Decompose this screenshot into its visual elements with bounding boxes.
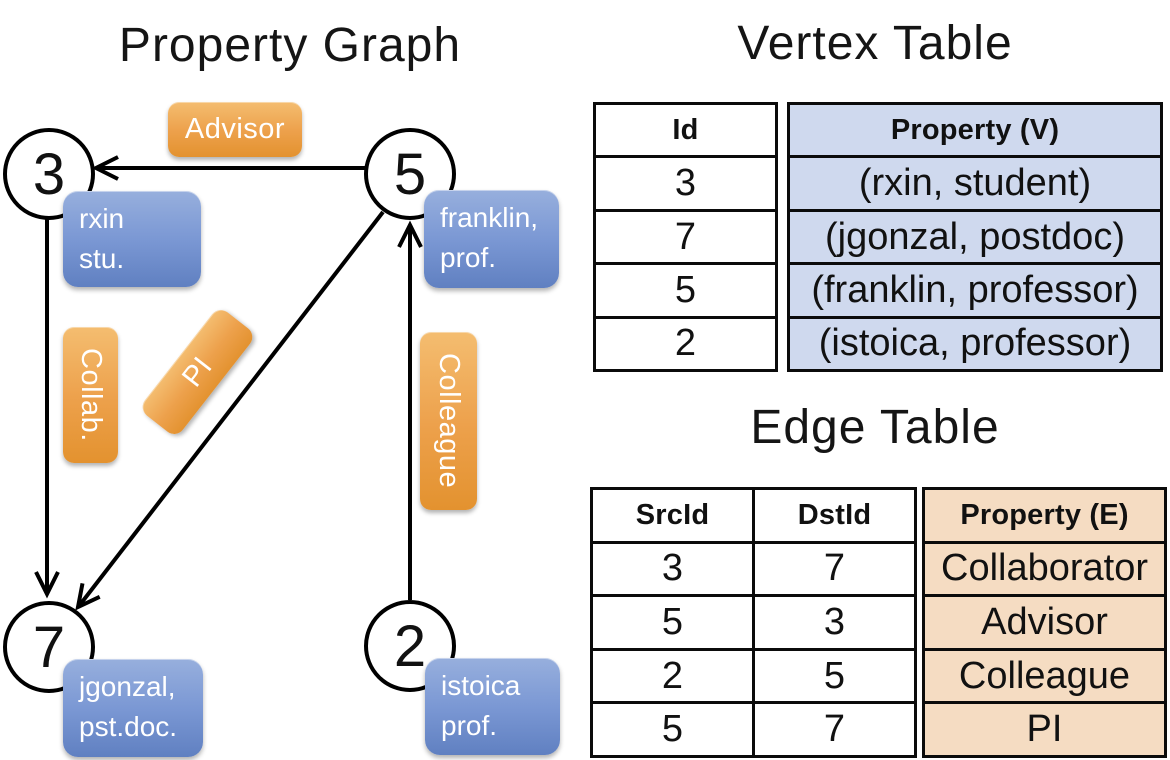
vertex-table-property-cell: (istoica, professor) <box>818 322 1132 365</box>
vertex-table-property-cell: (rxin, student) <box>790 158 1160 212</box>
edge-table-dst-cell: 3 <box>823 600 846 643</box>
edge-table-id-columns: SrcId DstId 3 7 5 3 2 5 5 7 <box>590 487 917 758</box>
vertex-property-line: franklin, <box>440 202 539 233</box>
edge-table-header-property: Property (E) <box>925 490 1164 544</box>
vertex-property-line: pst.doc. <box>79 710 178 742</box>
edge-advisor-5-to-3 <box>91 155 365 181</box>
vertex-table-id-cell: 7 <box>596 212 775 266</box>
edge-table-src-cell: 3 <box>593 543 755 595</box>
vertex-table-id-column: Id 3 7 5 2 <box>593 102 778 372</box>
node-id-label: 2 <box>393 613 427 679</box>
vertex-property-box-7: jgonzal, pst.doc. <box>63 659 203 757</box>
vertex-table-property-cell: (franklin, professor) <box>790 265 1160 319</box>
edge-table-header-dstid: DstId <box>797 498 872 531</box>
edge-collab-3-to-7 <box>34 216 60 599</box>
vertex-table-header-id: Id <box>596 105 775 159</box>
vertex-property-line: prof. <box>440 241 497 273</box>
edge-table-property-cell: PI <box>1026 708 1063 751</box>
edge-table-src-cell: 2 <box>593 650 755 702</box>
vertex-property-line: rxin <box>79 203 125 234</box>
edge-label-advisor: Advisor <box>168 102 302 157</box>
vertex-property-line: jgonzal, <box>79 671 176 702</box>
edge-table-title: Edge Table <box>750 401 1000 454</box>
vertex-table-header-property: Property (V) <box>790 105 1160 159</box>
node-id-label: 7 <box>32 614 66 680</box>
edge-pi-5-to-7 <box>75 210 385 611</box>
vertex-table-property-cell: (jgonzal, postdoc) <box>790 212 1160 266</box>
vertex-table-id-cell: 3 <box>596 158 775 212</box>
vertex-table-title: Vertex Table <box>737 17 1013 70</box>
vertex-property-box-5: franklin, prof. <box>424 190 559 288</box>
edge-table-property-cell: Colleague <box>925 651 1164 705</box>
edge-table-property-column: Property (E) Collaborator Advisor Collea… <box>922 487 1167 758</box>
vertex-property-line: prof. <box>441 709 498 741</box>
edge-table-dst-cell: 7 <box>823 708 846 751</box>
edge-table-src-cell: 5 <box>593 704 755 755</box>
edge-label-colleague: Colleague <box>420 332 477 510</box>
vertex-property-line: stu. <box>79 242 125 274</box>
node-id-label: 5 <box>393 141 427 207</box>
vertex-property-box-2: istoica prof. <box>425 658 560 755</box>
graph-node-2: 2 <box>364 600 456 692</box>
graph-edges-canvas <box>34 155 423 611</box>
edge-table-header-srcid: SrcId <box>593 490 755 541</box>
graph-panel-title: Property Graph <box>118 19 462 72</box>
vertex-table-property-column: Property (V) (rxin, student) (jgonzal, p… <box>787 102 1163 372</box>
vertex-table-id-cell: 2 <box>674 322 697 365</box>
edge-table-dst-cell: 5 <box>823 654 846 697</box>
edge-label-collab: Collab. <box>63 327 118 463</box>
vertex-property-line: istoica <box>441 670 521 701</box>
edge-table-property-cell: Collaborator <box>925 544 1164 598</box>
node-id-label: 3 <box>32 141 66 207</box>
edge-colleague-2-to-5 <box>397 220 423 600</box>
edge-table-property-cell: Advisor <box>925 597 1164 651</box>
vertex-property-box-3: rxin stu. <box>63 191 201 287</box>
edge-table-src-cell: 5 <box>593 597 755 648</box>
edge-table-dst-cell: 7 <box>823 547 846 590</box>
vertex-table-id-cell: 5 <box>596 265 775 319</box>
